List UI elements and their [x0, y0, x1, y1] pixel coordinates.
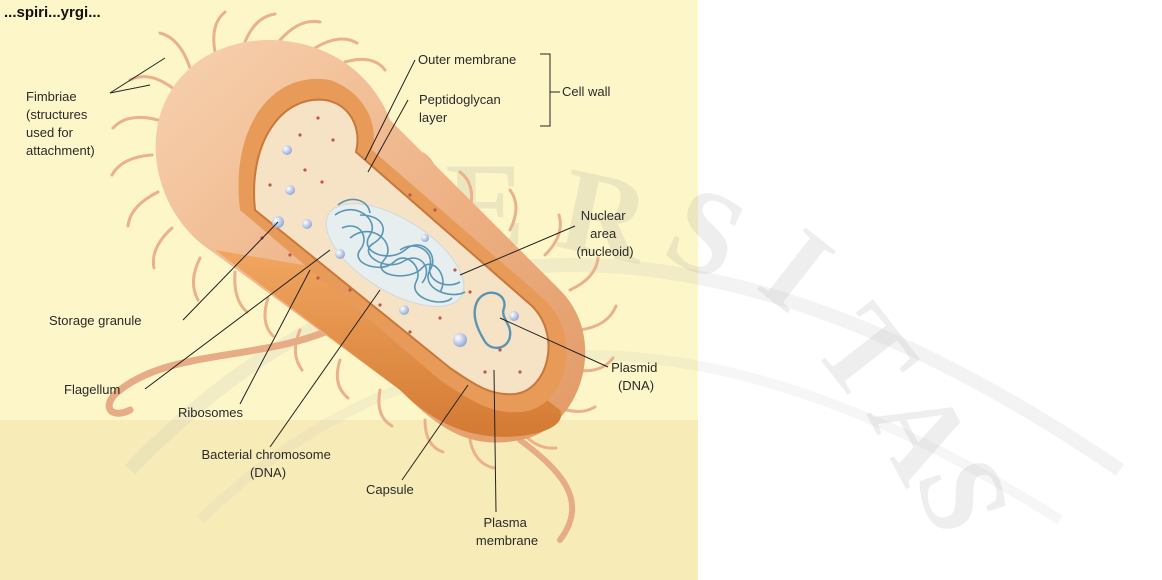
label-ribosomes: Ribosomes: [178, 405, 244, 420]
label-outer-membrane: Outer membrane: [418, 52, 516, 67]
header-text: ...spiri...yrgi...: [4, 4, 101, 21]
label-cell-wall: Cell wall: [562, 84, 611, 99]
label-capsule: Capsule: [366, 482, 414, 497]
label-flagellum: Flagellum: [64, 382, 120, 397]
label-storage-granule: Storage granule: [49, 313, 142, 328]
background-panel-shade: [0, 420, 698, 580]
